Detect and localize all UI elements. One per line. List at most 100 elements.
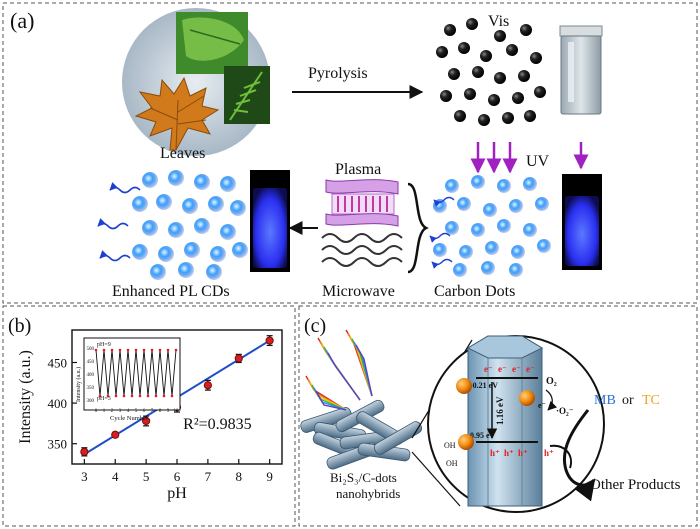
dark-carbon-dot — [534, 86, 546, 98]
enhanced-pl-dot — [142, 220, 158, 236]
inset-point — [110, 348, 114, 352]
inset-point — [174, 348, 178, 352]
glowing-carbon-dot — [483, 203, 497, 217]
glowing-carbon-dot — [509, 199, 523, 213]
inset-point — [154, 394, 158, 398]
inset-plot — [94, 348, 178, 398]
inset-point — [158, 348, 162, 352]
carbon-dot-orange — [456, 378, 472, 394]
panel-b-label: (b) — [8, 315, 31, 337]
nanohybrid-label-line2: nanohybrids — [336, 486, 400, 501]
enhanced-pl-dot — [132, 196, 148, 212]
glowing-carbon-dot — [485, 241, 499, 255]
data-point — [142, 416, 151, 426]
enhanced-pl-dot — [132, 244, 148, 260]
enhanced-pl-dot — [156, 194, 172, 210]
cb-energy-label: -0.21 eV — [470, 381, 498, 390]
dark-carbon-dot — [478, 114, 490, 126]
r-squared-label: R²=0.9835 — [183, 416, 252, 433]
glowing-carbon-dot — [497, 219, 511, 233]
brace-icon — [407, 182, 429, 274]
dark-carbon-dot — [444, 24, 456, 36]
dark-carbon-dot — [520, 24, 532, 36]
hole-oxidation-arrow — [549, 444, 572, 469]
enhanced-pl-dot — [182, 198, 198, 214]
inset-point — [134, 348, 138, 352]
light-ray — [315, 390, 347, 411]
inset-point — [170, 394, 174, 398]
enhanced-pl-dot — [194, 218, 210, 234]
glowing-carbon-dot — [481, 261, 495, 275]
light-ray — [327, 352, 361, 401]
enhanced-pl-dot — [158, 246, 174, 262]
x-axis-label: pH — [167, 485, 187, 502]
dark-carbon-dot — [488, 94, 500, 106]
inset-y-tick: 400 — [87, 373, 95, 378]
enhanced-pl-dot — [150, 264, 166, 280]
y-tick-label: 400 — [48, 396, 68, 411]
y-tick-label: 350 — [48, 437, 68, 452]
other-products-label: Other Products — [590, 477, 681, 493]
inset-point — [142, 348, 146, 352]
inset-x-tick: 5 — [135, 409, 138, 414]
glowing-carbon-dot — [445, 221, 459, 235]
enhanced-pl-dots — [132, 170, 248, 280]
dark-carbon-dot — [454, 110, 466, 122]
glowing-carbon-dots — [433, 175, 551, 277]
nanohybrid-rods — [300, 329, 423, 470]
carbon-dot-orange — [458, 434, 474, 450]
inset-point — [94, 348, 98, 352]
dark-carbon-dot — [518, 70, 530, 82]
dark-carbon-dot — [530, 52, 542, 64]
glowing-carbon-dot — [511, 245, 525, 259]
electron-symbol: e⁻ — [512, 364, 521, 374]
electron-transfer-label: e⁻ — [538, 401, 546, 410]
carbon-dot-orange — [519, 390, 535, 406]
enhanced-pl-dot — [168, 170, 184, 186]
electron-symbol: e⁻ — [526, 364, 535, 374]
dark-carbon-dot — [502, 112, 514, 124]
inset-y-tick: 350 — [87, 386, 95, 391]
electron-symbol: e⁻ — [484, 364, 493, 374]
x-tick-label: 4 — [112, 469, 119, 484]
inset-point — [106, 394, 110, 398]
vial-enhanced — [250, 170, 290, 272]
dark-carbon-dot — [436, 46, 448, 58]
enhanced-pl-dot — [168, 222, 184, 238]
enhanced-pl-dot — [178, 262, 194, 278]
dark-carbon-dot — [466, 18, 478, 30]
zoom-line — [411, 451, 461, 507]
inset-xlabel: Cycle Number — [110, 415, 149, 422]
carbon-dots-label: Carbon Dots — [434, 283, 515, 300]
glowing-carbon-dot — [471, 223, 485, 237]
hole-symbol: h⁺ — [504, 448, 514, 458]
light-ray — [355, 344, 373, 397]
inset-x-tick: 4 — [127, 409, 130, 414]
electron-symbol: e⁻ — [498, 364, 507, 374]
inset-y-tick: 500 — [87, 347, 95, 352]
enhanced-pl-dot — [184, 242, 200, 258]
inset-x-tick: 9 — [167, 409, 170, 414]
dark-carbon-dot — [458, 42, 470, 54]
dark-carbon-dot — [524, 110, 536, 122]
inset-top-label: pH=9 — [97, 342, 111, 348]
glowing-carbon-dot — [433, 243, 447, 257]
mb-label: MB — [594, 393, 616, 408]
inset-ylabel: Intensity (a.u.) — [75, 367, 82, 402]
panel-a-frame — [2, 2, 698, 304]
glowing-carbon-dot — [523, 177, 537, 191]
glowing-carbon-dot — [497, 179, 511, 193]
enhanced-pl-dot — [142, 172, 158, 188]
inset-x-tick: 8 — [159, 409, 162, 414]
inset-point — [114, 394, 118, 398]
inset-bottom-label: pH=3 — [97, 396, 111, 402]
glowing-carbon-dot — [445, 179, 459, 193]
glowing-carbon-dot — [509, 263, 523, 277]
panel-b-frame — [2, 305, 296, 527]
inset-x-tick: 10 — [174, 409, 180, 414]
x-tick-label: 5 — [143, 469, 150, 484]
dark-carbon-dot — [440, 90, 452, 102]
x-tick-label: 9 — [266, 469, 273, 484]
